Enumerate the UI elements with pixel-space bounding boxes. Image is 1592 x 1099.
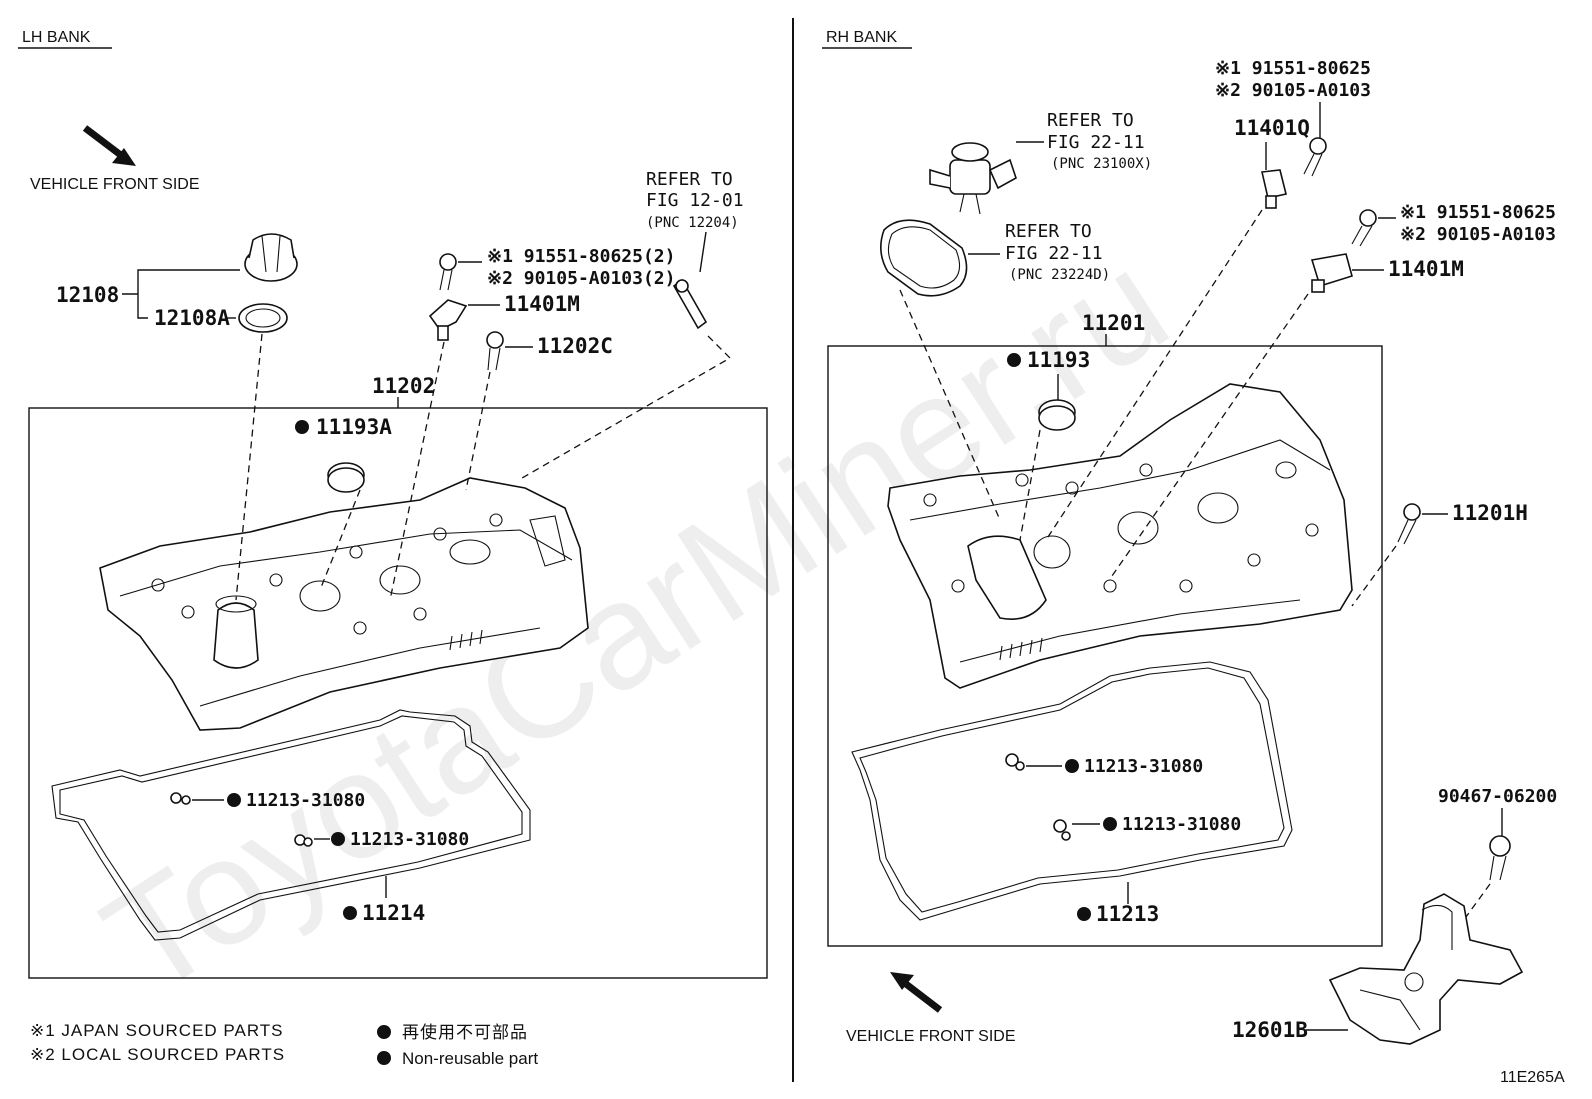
rh-bolt-note-top1: ※1 91551-80625 xyxy=(1215,58,1371,79)
callout-11201h: 11201H xyxy=(1452,501,1528,525)
rh-clip-icon-b xyxy=(1053,819,1071,841)
callout-11202: 11202 xyxy=(372,374,435,398)
legend-dot-jp-text: 再使用不可部品 xyxy=(402,1022,528,1042)
lh-cam-sensor-icon xyxy=(428,299,468,341)
leader-12108 xyxy=(122,269,240,319)
rh-bolt-mid-icon xyxy=(1351,209,1377,247)
rh-gasket-plate-icon xyxy=(880,219,968,297)
rh-bolt-note-mid1: ※1 91551-80625 xyxy=(1400,202,1556,223)
lh-front-note: VEHICLE FRONT SIDE xyxy=(30,176,200,193)
callout-11193: 11193 xyxy=(1027,348,1090,372)
diagram-id: 11E265A xyxy=(1500,1069,1565,1086)
lh-bolt-note2: ※2 90105-A0103(2) xyxy=(487,268,675,289)
bracket-12601b-icon xyxy=(1328,893,1524,1045)
callout-rh-11213b: 11213-31080 xyxy=(1122,814,1241,835)
legend-note1: ※1 JAPAN SOURCED PARTS xyxy=(30,1021,284,1040)
rh-ref2-line1: REFER TO xyxy=(1005,221,1092,242)
rh-bolt-note-top2: ※2 90105-A0103 xyxy=(1215,80,1371,101)
lh-gasket-11214-icon xyxy=(51,709,531,941)
callout-12108a: 12108A xyxy=(154,306,230,330)
callout-lh-11213a: 11213-31080 xyxy=(246,790,365,811)
lh-ref-line3: (PNC 12204) xyxy=(646,215,739,231)
rh-bolt-11201h-icon xyxy=(1397,503,1421,545)
rh-cam-sensor-q-icon xyxy=(1261,169,1287,209)
lh-clip-icon-a xyxy=(170,792,191,805)
callout-11202c: 11202C xyxy=(537,334,613,358)
lh-bank-header: LH BANK xyxy=(22,29,91,46)
rh-bolt-top-icon xyxy=(1303,137,1327,177)
legend-dot-en-text: Non-reusable part xyxy=(402,1049,538,1068)
callout-11401q: 11401Q xyxy=(1234,116,1310,140)
callout-11201: 11201 xyxy=(1082,311,1145,335)
gasket-12108a-icon xyxy=(238,303,288,333)
legend-dot-en xyxy=(377,1051,391,1065)
callout-rh-11213a: 11213-31080 xyxy=(1084,756,1203,777)
seal-11193-icon xyxy=(1038,399,1076,431)
lh-stud-bolt-icon xyxy=(486,331,504,371)
rh-bank-header: RH BANK xyxy=(826,29,897,46)
lh-ref-line1: REFER TO xyxy=(646,169,733,190)
callout-12108: 12108 xyxy=(56,283,119,307)
callout-lh-11401m: 11401M xyxy=(504,292,580,316)
vsv-icon xyxy=(929,142,1017,215)
rh-clip-icon-a xyxy=(1005,753,1025,771)
seal-11193a-icon xyxy=(327,462,365,493)
legend-note2: ※2 LOCAL SOURCED PARTS xyxy=(30,1045,285,1064)
lh-clip-icon-b xyxy=(294,834,313,847)
callout-rh-11401m: 11401M xyxy=(1388,257,1464,281)
lh-bolt-note1: ※1 91551-80625(2) xyxy=(487,246,675,267)
non-reusable-dot xyxy=(295,420,309,434)
rh-front-arrow-icon xyxy=(890,972,943,1013)
lh-cylinder-head-cover-icon xyxy=(99,477,589,731)
rh-cylinder-head-cover-icon xyxy=(887,383,1353,689)
callout-12601b: 12601B xyxy=(1232,1018,1308,1042)
rh-ref2-line3: (PNC 23224D) xyxy=(1009,267,1110,283)
legend-dot-jp xyxy=(377,1025,391,1039)
rh-cover-assembly-box xyxy=(827,345,1383,947)
lh-front-arrow-icon xyxy=(82,125,136,166)
clip-90467-icon xyxy=(1489,835,1511,881)
callout-90467: 90467-06200 xyxy=(1438,786,1557,807)
callout-lh-11213b: 11213-31080 xyxy=(350,829,469,850)
rh-ref2-line2: FIG 22-11 xyxy=(1005,243,1103,264)
pcv-valve-icon xyxy=(672,278,708,330)
callout-11193a: 11193A xyxy=(316,415,392,439)
lh-bolt-icon xyxy=(439,253,457,291)
rh-bolt-note-mid2: ※2 90105-A0103 xyxy=(1400,224,1556,245)
rh-cam-sensor-m-icon xyxy=(1310,253,1353,293)
callout-11213: 11213 xyxy=(1096,902,1159,926)
rh-ref1-line2: FIG 22-11 xyxy=(1047,132,1145,153)
rh-ref1-line1: REFER TO xyxy=(1047,110,1134,131)
lh-ref-line2: FIG 12-01 xyxy=(646,190,744,211)
rh-front-note: VEHICLE FRONT SIDE xyxy=(846,1028,1016,1045)
rh-ref1-line3: (PNC 23100X) xyxy=(1051,156,1152,172)
rh-gasket-11213-icon xyxy=(851,661,1293,921)
oil-filler-cap-icon xyxy=(244,233,298,282)
callout-11214: 11214 xyxy=(362,901,425,925)
